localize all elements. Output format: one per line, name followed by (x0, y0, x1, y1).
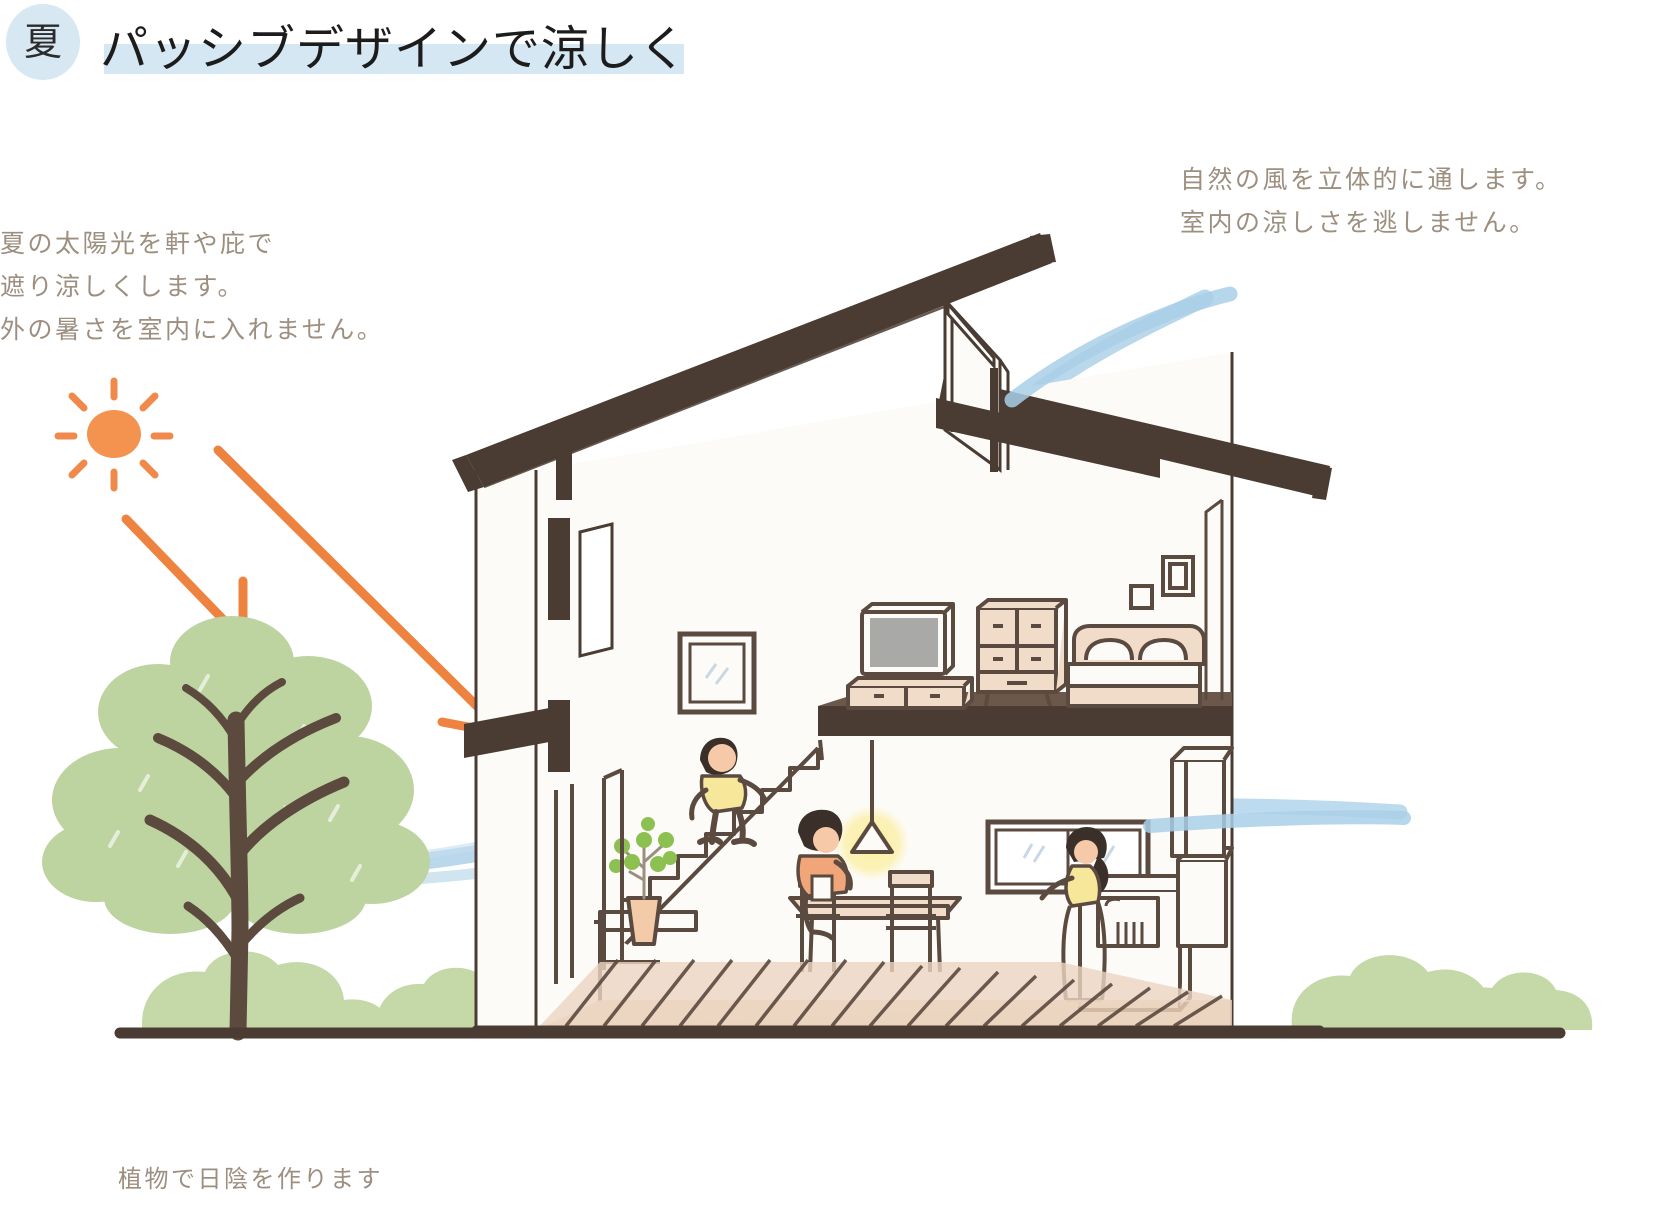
pendant-lamp (834, 740, 910, 881)
left-wall-window (578, 522, 614, 658)
wood-floor (536, 958, 1232, 1030)
season-badge-label: 夏 (23, 20, 62, 64)
chest-of-drawers (976, 598, 1068, 707)
television (860, 602, 955, 688)
airflow-exit (1004, 286, 1411, 833)
child-figure (689, 737, 767, 847)
annotation-bottom-caption: 植物で日陰を作ります (118, 1165, 383, 1193)
kitchen-upper-cabinets (1170, 746, 1234, 948)
title-highlight-bar (104, 44, 684, 74)
tv-stand (846, 676, 974, 710)
page-title: パッシブデザインで涼しく (100, 8, 688, 80)
seated-person (796, 809, 853, 941)
season-badge: 夏 (6, 4, 80, 80)
page-title-text: パッシブデザインで涼しく (100, 21, 689, 77)
sliding-door (554, 768, 624, 984)
bed (1066, 624, 1206, 708)
shade-tree (42, 616, 430, 1041)
annotation-right: 自然の風を立体的に通します。 室内の涼しさを逃しません。 (1180, 165, 1563, 237)
page-header: 夏 パッシブデザインで涼しく (0, 0, 1680, 100)
annotation-left: 夏の太陽光を軒や庇で 遮り涼しくします。 外の暑さを室内に入れません。 (0, 229, 385, 344)
eave-sunshade (464, 518, 570, 772)
wall-picture-frames (1129, 555, 1195, 610)
first-floor-picture-frame (677, 631, 757, 715)
potted-plant (609, 817, 677, 946)
house-cross-section (452, 233, 1332, 1035)
sun-icon (54, 377, 174, 492)
